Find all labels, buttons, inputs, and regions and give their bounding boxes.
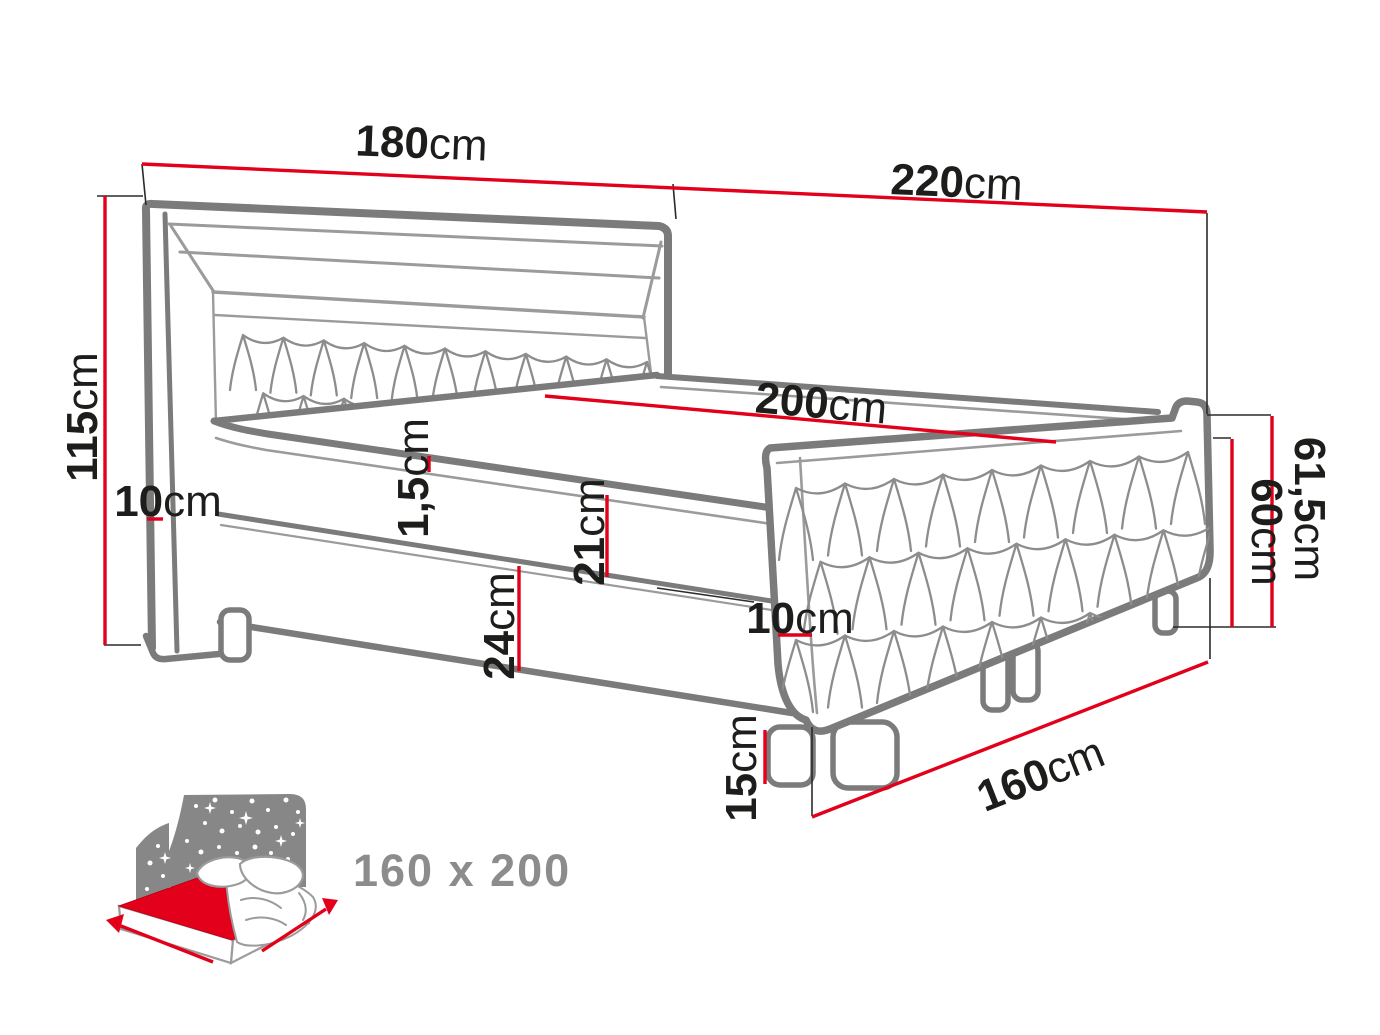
icon-arrow-length-head (322, 898, 338, 915)
star-sparkle (185, 863, 195, 873)
mattress-far-edge (654, 373, 1161, 415)
star-dot (219, 828, 225, 834)
footboard-top-seam (775, 429, 1183, 465)
extension-lines (97, 163, 1276, 816)
star-dot (198, 849, 204, 855)
bed-drawing (141, 199, 1214, 791)
star-dot (274, 825, 278, 829)
star-dot (230, 810, 234, 814)
side-face-fill (214, 420, 802, 724)
bed-icon (106, 794, 338, 965)
headboard-outer-frame (141, 199, 672, 652)
headboard-panel-inner-line (213, 313, 647, 340)
dim-label-leg-height: 15cm (717, 714, 766, 822)
headboard-left-inner-edge (162, 211, 180, 654)
headboard-leg (218, 607, 252, 663)
star-dot (185, 839, 189, 843)
side-base-bottom-edge (216, 618, 796, 717)
front-corner-leg (765, 724, 816, 788)
star-dot (161, 874, 165, 878)
headboard-frame-inner-top-line (167, 222, 664, 248)
star-dot (291, 832, 295, 836)
star-dot (203, 821, 207, 825)
front-corner-foot (830, 719, 900, 791)
star-dot (269, 851, 273, 855)
dim-label-topper-height: 1,5cm (389, 418, 438, 538)
star-dot (255, 829, 261, 835)
dimension-labels: 180cm 220cm 115cm 10cm 200cm 1,5cm 21cm … (58, 116, 1334, 821)
dim-label-footboard-total-height: 61,5cm (1285, 437, 1334, 581)
dim-label-headboard-height: 115cm (58, 352, 107, 482)
side-top-edge (210, 417, 776, 512)
tick-180-220-divider (672, 183, 677, 220)
dim-label-base-height: 24cm (475, 572, 524, 680)
star-sparkle (275, 835, 287, 847)
mattress-far-edge-seam (659, 385, 1154, 423)
headboard-frame-mid-line (178, 250, 661, 280)
star-dot (147, 860, 153, 866)
footboard (761, 397, 1214, 735)
dim-label-total-length: 220cm (890, 155, 1024, 210)
dim-label-footboard-height: 60cm (1242, 478, 1291, 586)
headboard-panel-left-line (211, 290, 218, 426)
star-dot (194, 804, 198, 808)
size-badge-label: 160 x 200 (353, 845, 571, 896)
star-dot (156, 844, 160, 848)
side-mattress-bottom-line (215, 511, 781, 605)
dim-label-headboard-width: 180cm (355, 116, 489, 170)
star-sparkle (159, 852, 171, 864)
side-topper-seam (214, 436, 774, 526)
icon-pillow-right (238, 855, 304, 895)
dim-line-180-220 (141, 162, 1208, 214)
dim-label-mattress-length: 200cm (753, 373, 889, 433)
icon-arrow-width-head (106, 914, 124, 933)
star-dot (296, 810, 300, 814)
star-dot (145, 887, 149, 891)
star-dot (266, 808, 270, 812)
star-dot (283, 797, 289, 803)
dimension-lines (103, 162, 1274, 819)
icon-arrow-length-line (261, 907, 327, 953)
headboard-bevel-right (641, 240, 663, 320)
star-sparkle (204, 802, 216, 814)
star-dot (235, 851, 239, 855)
dim-line-200 (544, 394, 1057, 444)
ext-footboard-depth (656, 587, 755, 603)
bed-side-face (210, 417, 802, 724)
dim-label-headboard-depth: 10cm (114, 477, 222, 526)
star-sparkle (239, 811, 253, 825)
headboard-panel-top-line (211, 290, 646, 319)
star-dot (212, 797, 218, 803)
dim-label-footboard-depth: 10cm (746, 594, 854, 643)
side-mattress-bottom-seam (219, 523, 780, 613)
star-dot (238, 824, 242, 828)
icon-arrow-width-line (120, 924, 214, 964)
tick-180-left (141, 163, 147, 206)
dim-label-mattress-height: 21cm (565, 478, 614, 586)
icon-duvet-folds (240, 892, 307, 926)
mattress-head-edge (210, 371, 661, 425)
headboard-bevel-left (169, 224, 216, 294)
star-sparkle (295, 818, 305, 828)
headboard-bottom-edge (142, 632, 244, 663)
dim-label-bed-width: 160cm (970, 728, 1111, 822)
star-dot (217, 845, 221, 849)
dim-line-160 (811, 660, 1209, 819)
star-dot (252, 844, 258, 850)
size-icon: 160 x 200 (106, 794, 571, 965)
star-dot (249, 798, 255, 804)
